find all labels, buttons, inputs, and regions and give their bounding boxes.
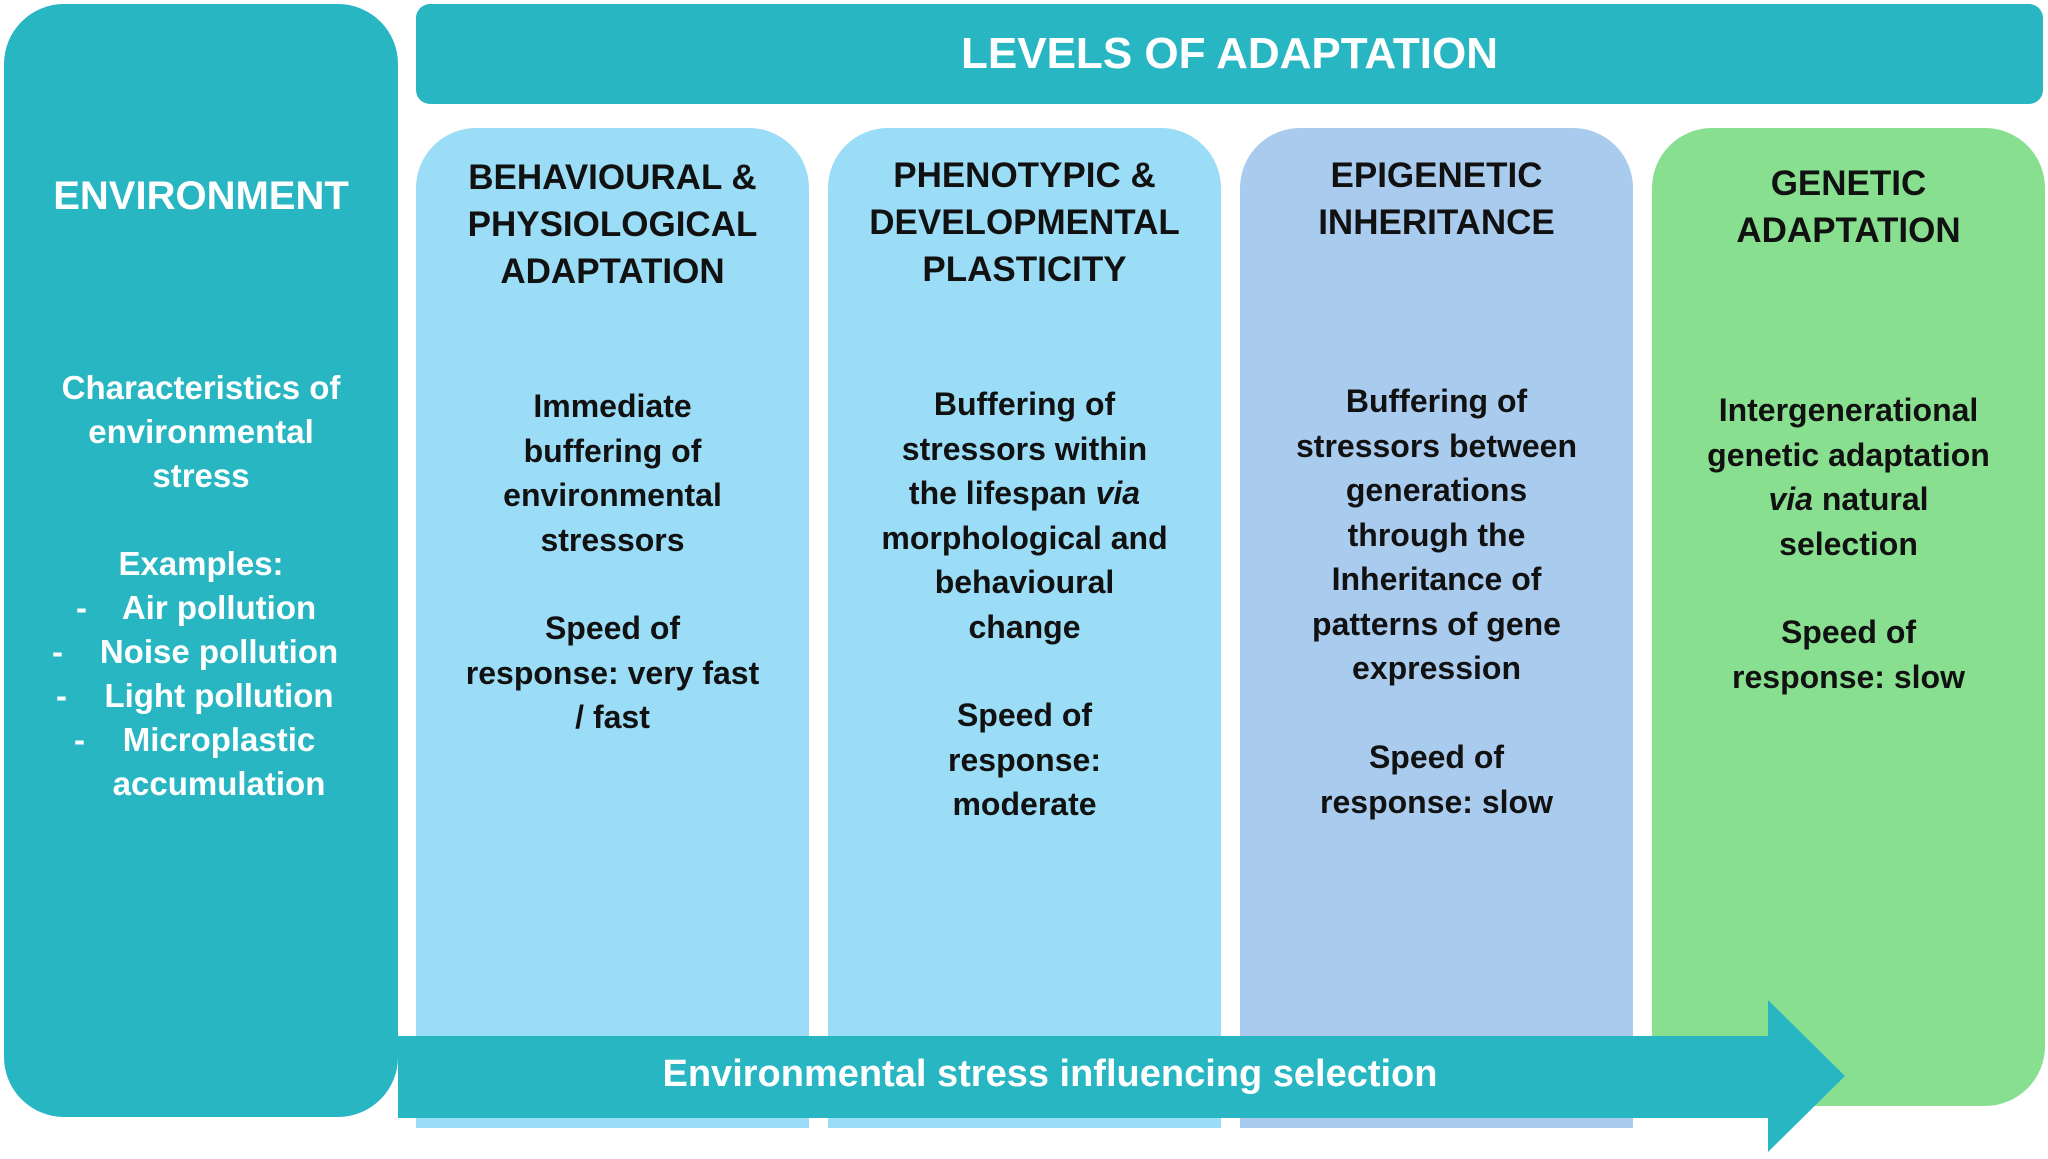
column-speed: Speed of response: slow — [1732, 614, 1965, 695]
environment-description: Characteristics of environmental stress — [4, 366, 398, 498]
column-description: Immediate buffering of environmental str… — [503, 388, 722, 558]
environment-panel: ENVIRONMENT Characteristics of environme… — [4, 4, 398, 1117]
column-description: Intergenerational genetic adaptation via… — [1707, 392, 1990, 562]
column-title: GENETIC ADAPTATION — [1736, 164, 1961, 250]
column-phenotypic: PHENOTYPIC & DEVELOPMENTAL PLASTICITY Bu… — [828, 128, 1221, 1128]
environment-title: ENVIRONMENT — [53, 174, 349, 218]
column-speed: Speed of response: moderate — [948, 697, 1101, 822]
column-behavioural: BEHAVIOURAL & PHYSIOLOGICAL ADAPTATION I… — [416, 128, 809, 1128]
arrow-label: Environmental stress influencing selecti… — [662, 1053, 1438, 1095]
column-description: Buffering of stressors within the lifesp… — [881, 386, 1168, 645]
environment-description-line: Characteristics of — [61, 369, 341, 406]
environment-description-line: stress — [152, 457, 250, 494]
column-epigenetic: EPIGENETIC INHERITANCE Buffering of stre… — [1240, 128, 1633, 1128]
example-item-continued: accumulation — [112, 765, 326, 802]
example-item: -Air pollution — [76, 589, 317, 626]
example-item: -Microplastic — [74, 721, 316, 758]
column-title: PHENOTYPIC & DEVELOPMENTAL PLASTICITY — [869, 156, 1180, 289]
column-genetic: GENETIC ADAPTATION Intergenerational gen… — [1652, 128, 2045, 1106]
examples-heading: Examples: — [118, 545, 284, 582]
examples-list: -Air pollution -Noise pollution -Light p… — [4, 586, 398, 806]
example-item: -Light pollution — [56, 677, 334, 714]
example-item: -Noise pollution — [52, 633, 339, 670]
column-title: EPIGENETIC INHERITANCE — [1318, 156, 1555, 242]
environment-description-line: environmental — [88, 413, 314, 450]
column-description: Buffering of stressors between generatio… — [1295, 383, 1577, 686]
levels-banner: LEVELS OF ADAPTATION — [416, 4, 2043, 104]
column-title: BEHAVIOURAL & PHYSIOLOGICAL ADAPTATION — [467, 158, 758, 291]
column-speed: Speed of response: very fast / fast — [465, 610, 760, 735]
banner-title: LEVELS OF ADAPTATION — [961, 29, 1498, 78]
column-speed: Speed of response: slow — [1320, 739, 1553, 820]
